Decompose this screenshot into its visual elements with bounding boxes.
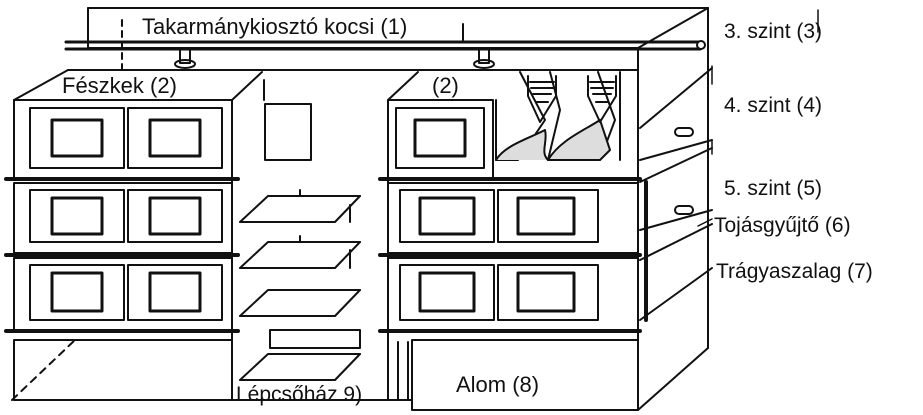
egg-collector-label: Tojásgyűjtő (6) — [714, 215, 851, 236]
nests-right-label: (2) — [432, 75, 459, 97]
manure-belt-label: Trágyaszalag (7) — [716, 261, 873, 282]
left-nest-block — [6, 100, 238, 331]
stairwell-label: Lépcsőház 9) — [236, 384, 362, 405]
litter-label: Alom (8) — [456, 374, 539, 396]
side-belts — [640, 68, 712, 320]
housing-outline — [12, 8, 708, 410]
cutaway-section — [496, 72, 620, 160]
stairwell-section — [232, 100, 408, 400]
level4-label: 4. szint (4) — [724, 95, 822, 116]
level3-label: 3. szint (3) — [724, 21, 822, 42]
feeder-label: Takarmánykiosztó kocsi (1) — [142, 16, 407, 38]
nests-left-label: Fészkek (2) — [62, 75, 177, 97]
level5-label: 5. szint (5) — [724, 178, 822, 199]
